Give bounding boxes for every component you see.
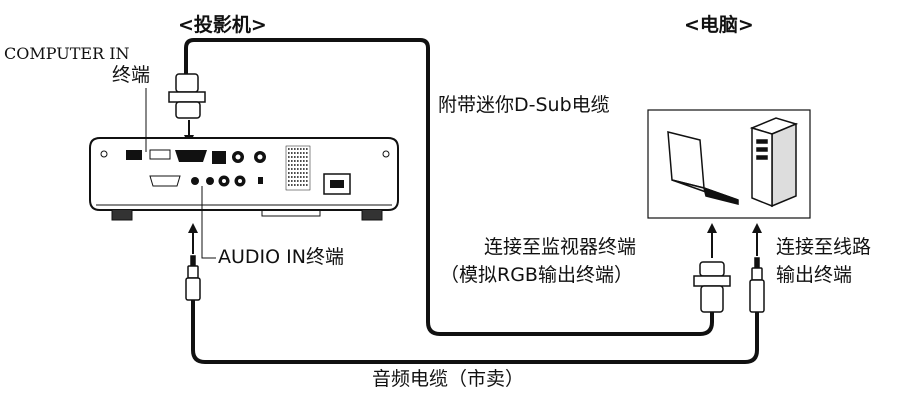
computer-in-label: COMPUTER IN [4, 44, 130, 63]
monitor-terminal-sublabel: （模拟RGB输出终端） [440, 264, 633, 286]
lineout-terminal-label: 连接至线路 [776, 236, 872, 258]
dsub-cable [184, 38, 714, 336]
computer-header: <电脑> [684, 14, 754, 36]
audio-cable-label: 音频电缆（市卖） [372, 368, 525, 390]
dsub-cable-label: 附带迷你D-Sub电缆 [438, 94, 610, 116]
computer-in-label-suffix: 终端 [112, 64, 151, 86]
vga-connector-icon [693, 261, 731, 313]
audio-plug-icon [749, 257, 765, 313]
lineout-terminal-sublabel: 输出终端 [776, 264, 853, 286]
audio-in-label: AUDIO IN终端 [218, 246, 344, 268]
vga-connector-icon [168, 73, 206, 119]
desktop-tower-icon [749, 117, 799, 208]
audio-cable [191, 300, 759, 364]
projector-header: <投影机> [178, 14, 267, 36]
projector-icon [89, 137, 399, 221]
audio-plug-icon [185, 255, 201, 301]
monitor-terminal-label: 连接至监视器终端 [484, 236, 637, 258]
audio-in-leader [201, 186, 216, 259]
laptop-icon [667, 131, 739, 205]
